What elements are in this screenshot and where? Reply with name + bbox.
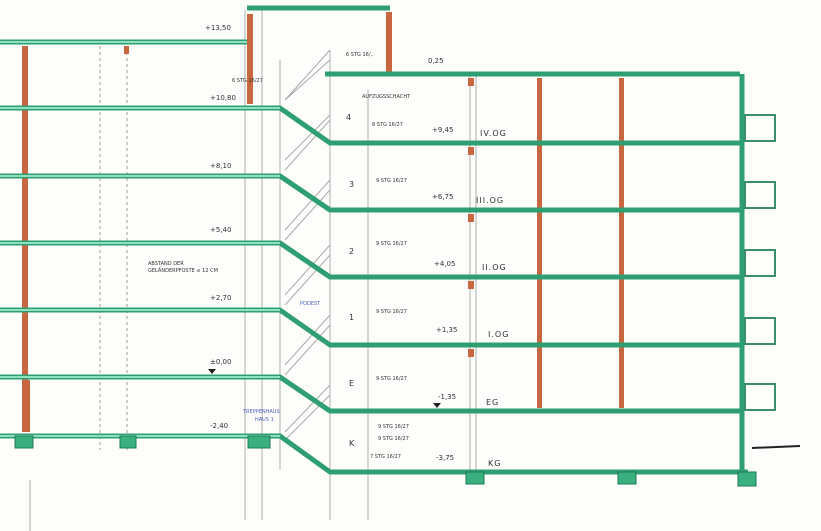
stair-number: K xyxy=(349,439,355,448)
level-label: -2,40 xyxy=(210,422,228,430)
stair-numbers: 4 3 2 1 E K xyxy=(346,113,355,448)
floor-slabs xyxy=(0,5,748,475)
stair-number: 3 xyxy=(349,180,354,189)
level-label: +10,80 xyxy=(210,94,236,102)
railing-note: ABSTAND DER xyxy=(148,261,184,267)
level-label: 0,25 xyxy=(428,57,444,65)
level-label: +8,10 xyxy=(210,162,231,170)
stair-number: 4 xyxy=(346,113,351,122)
blue-annotation: PODEST xyxy=(300,301,321,307)
level-labels-right: 0,25 +9,45 +6,75 +4,05 +1,35 -1,35 -3,75 xyxy=(428,57,457,462)
floor-names: IV.OG III.OG II.OG I.OG EG KG xyxy=(476,129,509,468)
elevator-shaft-label: AUFZUGSSCHACHT xyxy=(362,94,411,100)
top-note: 6 STG 16/.. xyxy=(346,52,374,58)
stair-note: 6 STG 16/27 xyxy=(232,78,263,84)
balconies xyxy=(744,114,776,411)
blue-annotation: TREPPENHAUS xyxy=(242,409,280,415)
level-label: +13,50 xyxy=(205,24,231,32)
staircase xyxy=(284,49,331,441)
level-label: +4,05 xyxy=(434,260,455,268)
stair-note: 8 STG 16/27 xyxy=(372,122,403,128)
stair-number: 1 xyxy=(349,313,354,322)
stair-note: 7 STG 16/27 xyxy=(370,454,401,460)
columns xyxy=(22,12,624,432)
level-label: -3,75 xyxy=(436,454,454,462)
stair-note: 9 STG 16/27 xyxy=(376,376,407,382)
stair-note: 9 STG 16/27 xyxy=(376,309,407,315)
stair-number: E xyxy=(349,379,354,388)
floor-name: KG xyxy=(488,459,501,468)
level-labels-left: +13,50 +10,80 +8,10 +5,40 +2,70 ±0,00 -2… xyxy=(205,24,236,430)
level-label: ±0,00 xyxy=(210,358,231,366)
blue-annotation: HAUS 1 xyxy=(255,417,274,423)
railing-note: GELÄNDERPFOSTE ≤ 12 CM xyxy=(148,267,218,274)
stair-notes: 6 STG 16/27 8 STG 16/27 9 STG 16/27 9 ST… xyxy=(148,52,411,460)
floor-name: IV.OG xyxy=(480,129,507,138)
level-label: +6,75 xyxy=(432,193,453,201)
footings xyxy=(14,435,757,487)
level-marker-icon xyxy=(433,403,441,408)
stair-note: 9 STG 16/27 xyxy=(378,424,409,430)
stair-note: 9 STG 16/27 xyxy=(376,178,407,184)
level-marker-icon xyxy=(208,369,216,374)
floor-name: EG xyxy=(486,398,499,407)
stair-note: 9 STG 16/27 xyxy=(378,436,409,442)
level-label: +9,45 xyxy=(432,126,453,134)
level-label: -1,35 xyxy=(438,393,456,401)
level-label: +2,70 xyxy=(210,294,231,302)
stair-number: 2 xyxy=(349,247,354,256)
floor-name: I.OG xyxy=(488,330,509,339)
level-label: +1,35 xyxy=(436,326,457,334)
grid-lines xyxy=(29,10,801,531)
level-label: +5,40 xyxy=(210,226,231,234)
stair-note: 9 STG 16/27 xyxy=(376,241,407,247)
floor-name: II.OG xyxy=(482,263,507,272)
floor-name: III.OG xyxy=(476,196,504,205)
